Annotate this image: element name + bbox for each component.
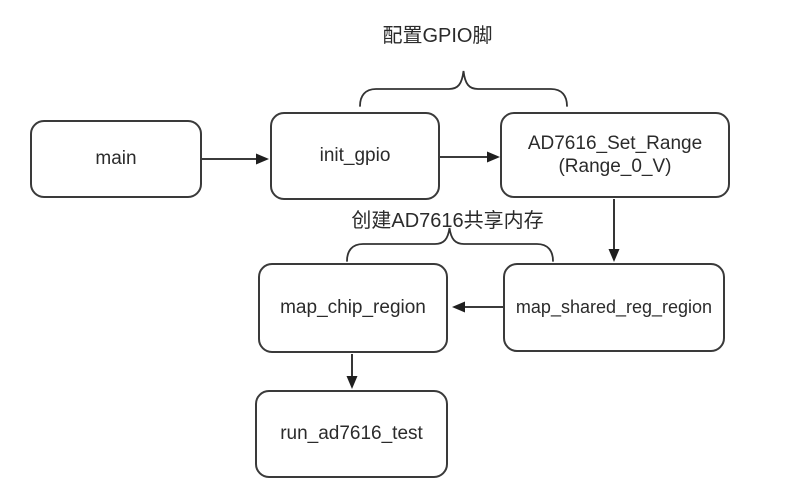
node-map-chip-region-label: map_chip_region: [280, 297, 426, 319]
node-init-gpio: init_gpio: [270, 112, 440, 200]
annotation-create-shared-memory: 创建AD7616共享内存: [351, 210, 544, 232]
arrow-init-gpio-to-set-range: [440, 151, 500, 163]
node-main: main: [30, 120, 202, 198]
node-map-shared-reg-region-label: map_shared_reg_region: [515, 296, 713, 317]
node-ad7616-set-range-label-line2: (Range_0_V): [558, 156, 672, 177]
node-run-ad7616-test: run_ad7616_test: [255, 390, 448, 478]
node-ad7616-set-range: AD7616_Set_Range (Range_0_V): [500, 112, 730, 198]
brace-create-shared-memory: [346, 227, 554, 262]
arrow-set-range-to-map-shared: [608, 199, 620, 262]
arrow-map-chip-to-run-test: [346, 354, 358, 389]
node-ad7616-set-range-label-line1: AD7616_Set_Range: [527, 132, 703, 154]
brace-configure-gpio: [359, 70, 568, 107]
node-init-gpio-label: init_gpio: [319, 145, 391, 167]
node-main-label: main: [95, 148, 137, 170]
arrow-main-to-init-gpio: [202, 153, 269, 165]
node-map-chip-region: map_chip_region: [258, 263, 448, 353]
annotation-configure-gpio: 配置GPIO脚: [382, 25, 493, 47]
arrow-map-shared-to-map-chip: [452, 301, 503, 313]
node-map-shared-reg-region: map_shared_reg_region: [503, 263, 725, 352]
node-run-ad7616-test-label: run_ad7616_test: [280, 423, 423, 445]
